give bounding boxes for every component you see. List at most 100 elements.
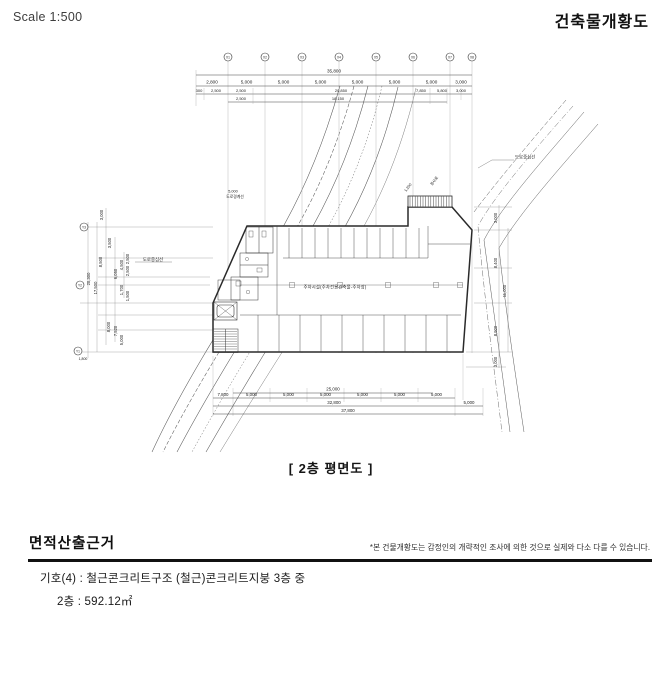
dim-label: 5,000 <box>246 392 258 397</box>
dim-label: 2,500 <box>236 96 247 101</box>
dim-label: 18,150 <box>332 96 345 101</box>
dimension-text-left: 3,000 3,500 8,500 6,050 4,500 2,500 2,50… <box>79 209 130 361</box>
grid-bubble-label: X5 <box>374 55 378 59</box>
dim-label: 7,800 <box>218 392 230 397</box>
parking-stalls-top <box>276 226 470 315</box>
building-outline <box>212 195 473 353</box>
plan-center-label: 주차시설(주차전용건축물-주차장) <box>303 284 366 291</box>
dim-label: 6,050 <box>113 268 118 279</box>
ramp-labels: 1,200 경사로 <box>404 175 440 193</box>
dim-top-overall: 35,800 <box>327 69 341 74</box>
dim-label: 3,000 <box>455 80 467 85</box>
dim-label: 5,000 <box>389 80 401 85</box>
dim-label: 1,500 <box>125 290 130 301</box>
dim-label: 5,000 <box>241 80 253 85</box>
dim-label: 8,400 <box>493 257 498 268</box>
grid-bubble-label: X1 <box>226 55 230 59</box>
dim-label: 3,000 <box>456 88 467 93</box>
dim-label: 8,000 <box>106 321 111 332</box>
ramp-label-text: 경사로 <box>429 175 440 187</box>
dim-label: 25,000 <box>326 387 340 392</box>
dimension-lines-top <box>196 74 472 104</box>
ramp-dim-text: 1,200 <box>404 183 413 193</box>
column-grid <box>240 282 463 288</box>
dim-label: 5,000 <box>357 392 369 397</box>
dim-label: 5,000 <box>426 80 438 85</box>
stairs <box>212 328 239 353</box>
dim-label: 3,000 <box>99 209 104 220</box>
setback-label-text: 도로경계선 <box>226 194 244 199</box>
road-centerline-label-right: 도로중심선 <box>477 154 535 169</box>
grid-bubble-label: X6 <box>411 55 415 59</box>
dimension-lines-right <box>466 205 512 368</box>
grid-bubble-label: Y3 <box>82 225 86 229</box>
grid-bubble-labels-top: X1 X2 X3 X4 X5 X6 X7 X8 <box>226 55 474 59</box>
dim-label: 2,800 <box>206 80 218 85</box>
floor-area-value: 2층 : 592.12㎡ <box>57 596 133 608</box>
dimension-lines-bottom <box>212 354 484 416</box>
road-centerline-label-left: 도로중심선 <box>135 256 172 263</box>
grid-bubbles-left <box>73 222 89 356</box>
road-centerline-text: 도로중심선 <box>515 154 535 160</box>
dim-label: 5,000 <box>464 400 476 405</box>
dim-label: 7,850 <box>416 88 427 93</box>
dim-label: 11,000 <box>502 284 507 297</box>
dim-label: 5,000 <box>352 80 364 85</box>
dim-label: 1,700 <box>119 284 124 295</box>
dimension-text-bottom: 25,000 7,800 5,000 5,000 5,000 5,000 5,0… <box>218 387 476 413</box>
grid-bubble-label: X4 <box>337 55 341 59</box>
grid-bubble-label: Y2 <box>78 283 82 287</box>
dimension-lines-left <box>80 208 213 358</box>
dim-label: 32,800 <box>327 400 341 405</box>
setback-label: 5,000 도로경계선 <box>226 190 244 200</box>
dim-label: 37,800 <box>341 408 355 413</box>
grid-bubble-labels-left: Y3 Y2 Y1 <box>76 225 86 353</box>
dim-label: 2,500 <box>125 265 130 276</box>
dim-label: 3,000 <box>493 212 498 223</box>
dim-label: 5,800 <box>437 88 448 93</box>
dim-label: 8,500 <box>98 256 103 267</box>
dimension-text-right: 3,000 8,400 11,000 8,900 3,000 <box>493 212 507 367</box>
parking-stalls-bottom <box>240 314 461 352</box>
dim-label: 2,500 <box>236 88 247 93</box>
dim-label: 7,520 <box>113 325 118 336</box>
dim-label: 5,000 <box>119 334 124 345</box>
service-rooms <box>217 226 274 301</box>
dim-label: 8,900 <box>493 325 498 336</box>
dimension-text-top: 35,800 2,800 5,000 5,000 5,000 5,000 5,0… <box>196 69 468 102</box>
dim-label: 4,500 <box>119 259 124 270</box>
dim-label: 1,800 <box>79 357 88 361</box>
dim-label: 5,000 <box>315 80 327 85</box>
grid-bubbles-top <box>223 52 477 62</box>
car-lift <box>213 301 238 321</box>
section-divider <box>28 559 652 562</box>
road-centerline-text: 도로중심선 <box>143 256 163 262</box>
dim-label: 5,000 <box>320 392 332 397</box>
dim-label: 5,000 <box>394 392 406 397</box>
dim-label: 3,500 <box>107 237 112 248</box>
dim-label: 20,300 <box>86 272 91 285</box>
section-title: 면적산출근거 <box>29 536 116 552</box>
scale-label: Scale 1:500 <box>13 10 83 24</box>
page-title: 건축물개황도 <box>554 14 649 31</box>
dim-label: 2,500 <box>125 253 130 264</box>
dim-label: 20,850 <box>335 88 348 93</box>
dim-label: 5,000 <box>278 80 290 85</box>
setback-dim-text: 5,000 <box>228 190 238 194</box>
dim-label: 17,500 <box>93 281 98 294</box>
plan-caption: [ 2층 평면도 ] <box>288 461 374 476</box>
dim-label: 3,000 <box>493 356 498 367</box>
grid-bubble-label: Y1 <box>76 349 80 353</box>
structure-description: 기호(4) : 철근콘크리트구조 (철근)콘크리트지붕 3층 중 <box>40 573 306 585</box>
dim-label: 5,000 <box>283 392 295 397</box>
ramp-hatch <box>409 196 450 207</box>
disclaimer-text: *본 건물개황도는 감정인의 개략적인 조사에 의한 것으로 실제와 다소 다를… <box>369 543 650 552</box>
dim-label: 300 <box>196 88 203 93</box>
dim-label: 5,000 <box>431 392 443 397</box>
dim-label: 2,500 <box>211 88 222 93</box>
grid-bubble-label: X8 <box>470 55 474 59</box>
grid-bubble-label: X2 <box>263 55 267 59</box>
grid-bubble-label: X7 <box>448 55 452 59</box>
